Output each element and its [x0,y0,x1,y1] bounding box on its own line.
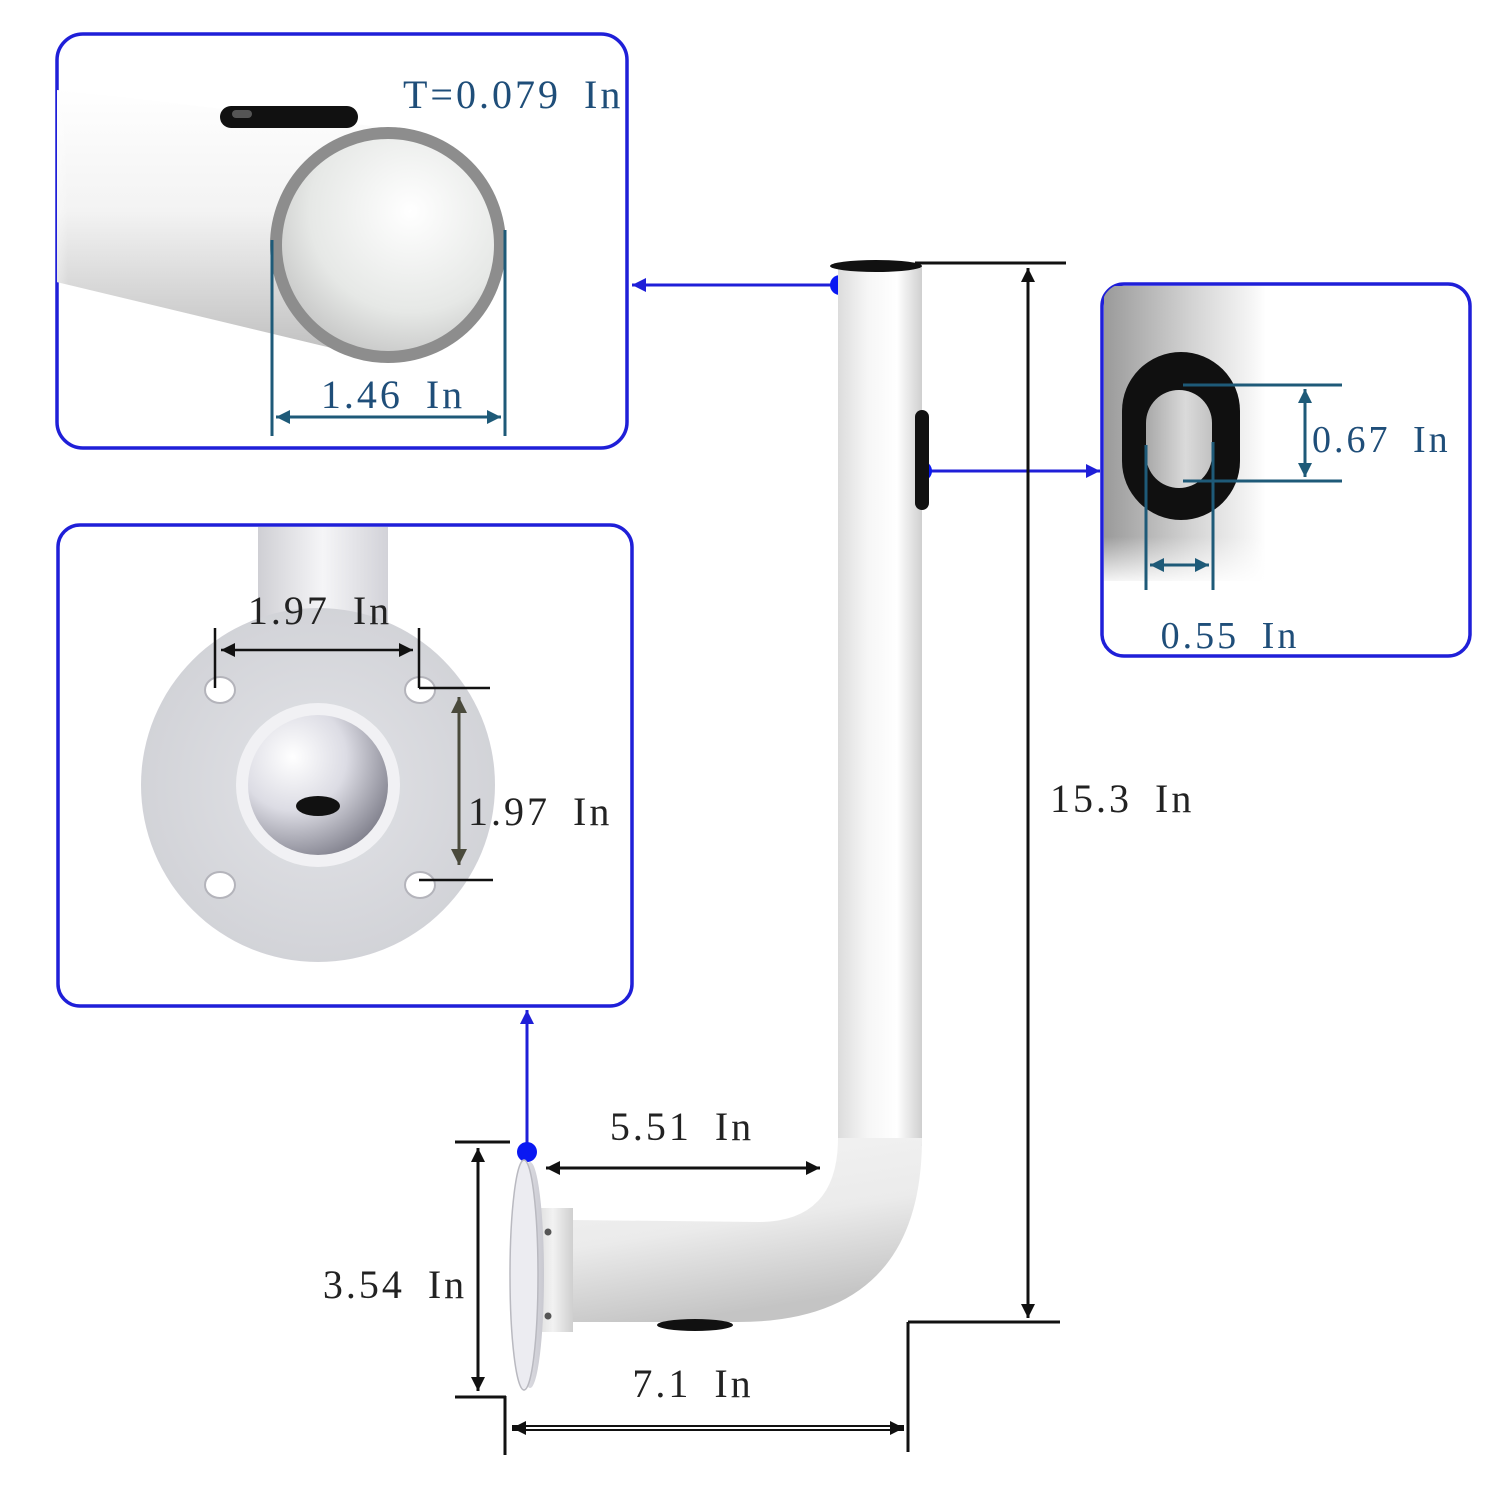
pipe-diameter-label: 1.46 In [321,372,465,417]
flange-bolt-hole-bottom-right [404,871,436,899]
collar-screw-hole-bottom [544,1312,552,1320]
slot-opening [1146,390,1212,488]
wall-mount-bracket [509,260,929,1391]
flange-height-dimension: 3.54 In [323,1140,510,1455]
collar-screw-hole-top [544,1228,552,1236]
pipe-end-callout: T=0.079 In 1.46 In [55,32,629,450]
mounting-flange-callout: 1.97 In 1.97 In [56,523,634,1008]
overall-height-label: 15.3 In [1050,776,1194,821]
cable-slot-callout: 0.67 In 0.55 In [1100,282,1472,658]
pipe-top-slot-highlight [232,110,252,118]
pipe-wall-thickness-label: T=0.079 In [403,72,623,117]
flange-pointer-dot [517,1142,537,1162]
hole-spacing-vertical-label: 1.97 In [468,789,612,834]
cable-slot-pointer [912,461,1100,481]
pipe-end-render [57,88,506,363]
pipe-top-slot [220,106,358,128]
arm-length-dimension: 5.51 In [546,1104,820,1175]
overall-depth-dimension: 7.1 In [512,1322,910,1452]
flange-height-label: 3.54 In [323,1262,467,1307]
bracket-elbow-arm [572,1138,922,1322]
bracket-bottom-slot [657,1319,733,1331]
bracket-vertical-pipe [838,266,922,1146]
flange-bore [248,715,388,855]
arm-length-label: 5.51 In [610,1104,754,1149]
overall-depth-label: 7.1 In [632,1361,753,1406]
flange-bolt-hole-top-left [204,676,236,704]
flange-pointer [517,1010,537,1162]
cable-slot-render [1104,286,1266,581]
flange-bore-cable-hole [296,796,340,816]
bracket-side-cable-slot [915,410,929,510]
pipe-end-wall [270,127,506,363]
overall-height-dimension: 15.3 In [908,261,1194,1324]
slot-width-label: 0.55 In [1161,615,1300,657]
bracket-top-cap [830,260,922,272]
slot-height-label: 0.67 In [1312,419,1451,461]
flange-bolt-hole-bottom-left [204,871,236,899]
pipe-end-pointer [632,275,850,295]
hole-spacing-horizontal-label: 1.97 In [248,588,392,633]
mounting-flange-render [141,527,495,962]
bracket-flange-face [509,1159,539,1391]
